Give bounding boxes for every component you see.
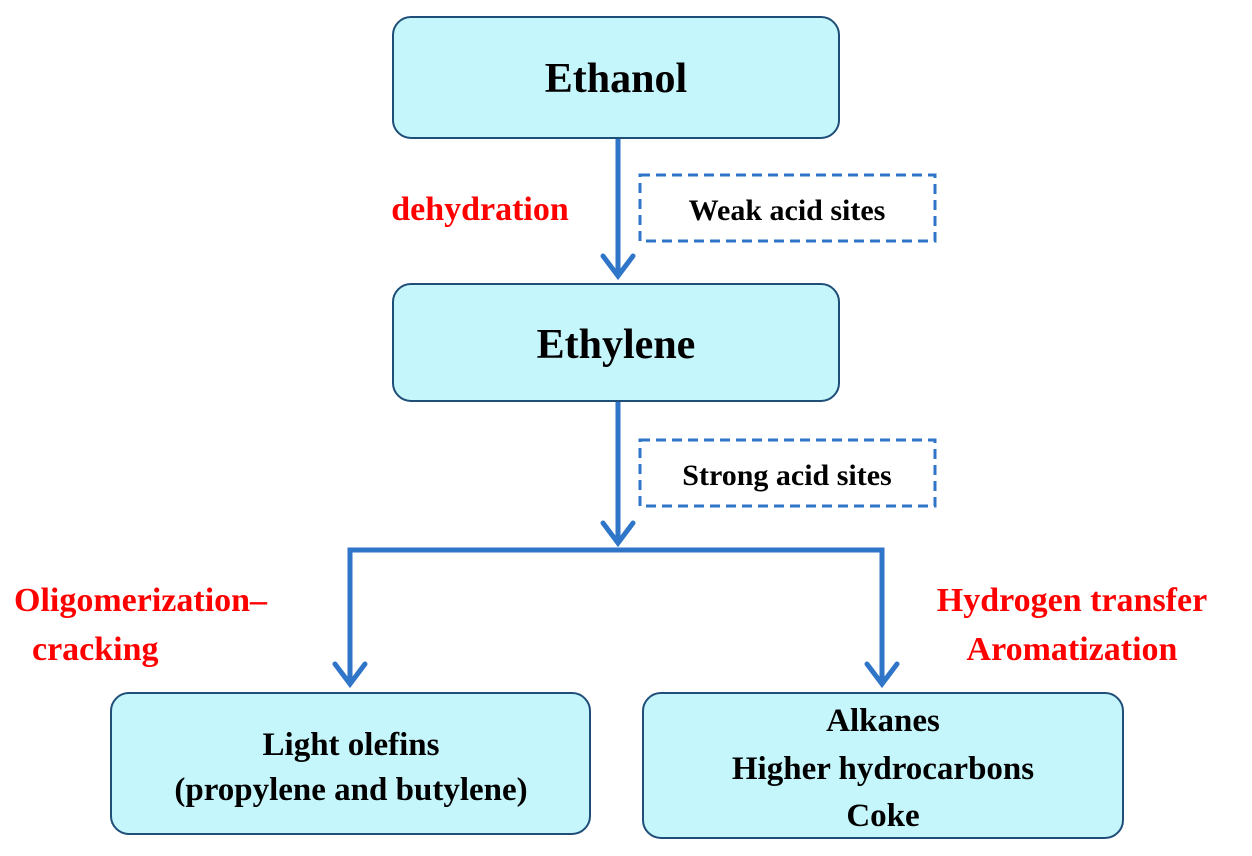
process-label-oligomerization-line2: cracking	[32, 631, 159, 668]
node-light-olefins: Light olefins (propylene and butylene)	[110, 692, 591, 835]
process-label-dehydration: dehydration	[391, 191, 569, 228]
strong-acid-sites-box	[638, 438, 937, 508]
node-box-products	[642, 692, 1124, 839]
node-box-ethanol	[392, 16, 840, 139]
process-label-oligomerization-line1: Oligomerization–	[14, 582, 268, 619]
node-label-light-olefins-line1: Light olefins	[263, 727, 440, 763]
node-products: Alkanes Higher hydrocarbons Coke	[642, 692, 1124, 839]
node-label-coke: Coke	[846, 798, 919, 834]
node-label-ethylene: Ethylene	[537, 322, 696, 368]
node-ethylene: Ethylene	[392, 283, 840, 402]
node-label-ethanol: Ethanol	[545, 56, 687, 102]
node-label-alkanes: Alkanes	[826, 703, 940, 739]
weak-acid-sites: Weak acid sites	[638, 173, 937, 243]
arrowhead-branch	[600, 520, 636, 548]
process-label-aromatization: Aromatization	[967, 631, 1178, 668]
node-box-light-olefins	[110, 692, 591, 835]
node-label-higher-hydrocarbons: Higher hydrocarbons	[732, 751, 1034, 787]
arrowhead-ethylene	[600, 253, 636, 281]
node-box-ethylene	[392, 283, 840, 402]
weak-acid-sites-label: Weak acid sites	[689, 194, 886, 227]
process-label-hydrogen-transfer: Hydrogen transfer	[937, 582, 1207, 619]
connectors	[332, 135, 900, 689]
weak-acid-sites-box	[638, 173, 937, 243]
strong-acid-sites: Strong acid sites	[638, 438, 937, 508]
node-label-light-olefins-line2: (propylene and butylene)	[174, 772, 527, 808]
strong-acid-sites-label: Strong acid sites	[682, 459, 891, 492]
arrowhead-products	[864, 661, 900, 689]
arrowhead-light-olefins	[332, 661, 368, 689]
node-ethanol: Ethanol	[392, 16, 840, 139]
branch-line	[347, 547, 885, 686]
